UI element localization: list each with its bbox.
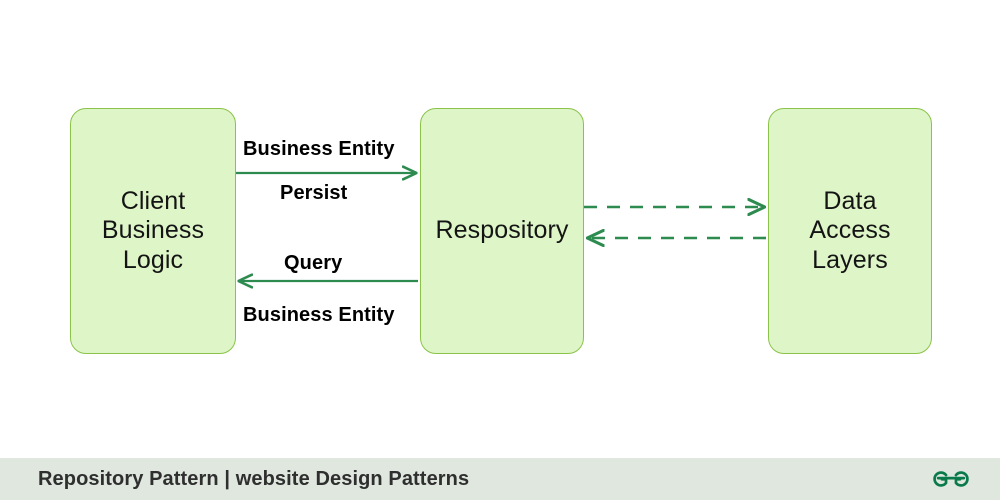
edge-label-business-entity-top: Business Entity [243,138,395,160]
node-repository[interactable]: Respository [420,108,584,354]
footer-bar: Repository Pattern | website Design Patt… [0,458,1000,500]
edge-label-business-entity-bottom: Business Entity [243,304,395,326]
edge-label-query: Query [284,252,343,274]
geeksforgeeks-logo [930,467,972,491]
edge-label-persist: Persist [280,182,348,204]
connector-layer [236,0,766,458]
node-data-access-layers[interactable]: Data Access Layers [768,108,932,354]
diagram-canvas: Client Business Logic Respository Data A… [70,0,932,458]
footer-caption: Repository Pattern | website Design Patt… [38,467,470,490]
node-client-business-logic[interactable]: Client Business Logic [70,108,236,354]
